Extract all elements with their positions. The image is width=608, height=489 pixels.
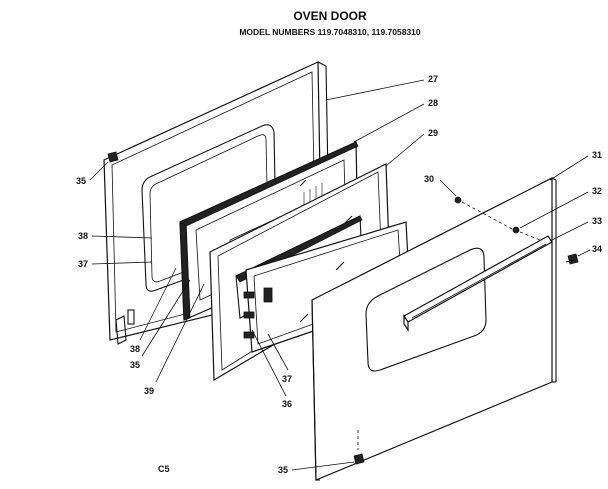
callout-label-39: 39 (144, 386, 154, 396)
callout-27: 27 (325, 74, 438, 101)
part-34-handle-screw (565, 253, 579, 265)
callout-29: 29 (385, 128, 438, 167)
part-35-top-screw (107, 151, 119, 163)
callout-label-36: 36 (282, 399, 292, 409)
callout-label-37-right: 37 (282, 374, 292, 384)
callout-label-27: 27 (428, 74, 438, 84)
part-33-door-handle (403, 235, 553, 332)
callout-label-31: 31 (592, 150, 602, 160)
part-35-bottom-screw (353, 453, 365, 465)
callout-label-35-mid: 35 (130, 360, 140, 370)
callout-38-left: 38 (78, 231, 153, 241)
callout-label-34: 34 (592, 244, 602, 254)
callout-35-mid: 35 (130, 279, 191, 370)
callout-label-38-bottom: 38 (130, 344, 140, 354)
callout-label-35-bottom: 35 (278, 465, 288, 475)
diagram-subtitle: MODEL NUMBERS 119.7048310, 119.7058310 (239, 27, 421, 37)
callout-label-30: 30 (424, 174, 434, 184)
callout-35-top: 35 (76, 161, 109, 186)
diagram-title: OVEN DOOR (293, 9, 367, 23)
part-32-spacer (512, 226, 541, 241)
callout-32: 32 (519, 186, 602, 229)
callout-30: 30 (424, 174, 457, 197)
part-31-outer-door-panel (311, 177, 557, 481)
callout-37-left: 37 (78, 259, 153, 269)
callout-37-right: 37 (267, 333, 292, 384)
callout-31: 31 (549, 150, 602, 181)
page-code: C5 (158, 464, 170, 474)
callout-34: 34 (577, 244, 602, 257)
callout-33: 33 (551, 216, 602, 241)
callout-35-bottom: 35 (278, 461, 355, 475)
callout-39: 39 (144, 283, 205, 396)
callout-28: 28 (353, 98, 438, 143)
callout-label-33: 33 (592, 216, 602, 226)
callout-label-32: 32 (592, 186, 602, 196)
callout-38-bottom: 38 (130, 267, 177, 354)
callout-label-29: 29 (428, 128, 438, 138)
callout-label-37-left: 37 (78, 259, 88, 269)
callout-36: 36 (251, 329, 292, 409)
callout-label-38-left: 38 (78, 231, 88, 241)
callout-label-35-top: 35 (76, 176, 86, 186)
part-30-screw (454, 196, 515, 231)
callout-label-28: 28 (428, 98, 438, 108)
